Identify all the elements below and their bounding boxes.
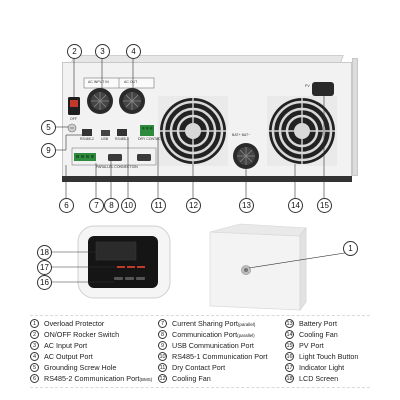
- callout-4: 4: [126, 44, 141, 59]
- dry-contact-tag: DRY CONTACT: [138, 137, 163, 141]
- callout-10: 10: [121, 198, 136, 213]
- callout-16: 16: [37, 275, 52, 290]
- cooling-fan-left: [158, 96, 228, 166]
- touch-buttons: [114, 277, 145, 280]
- rs485-2-tag: RS485-2: [80, 137, 94, 141]
- parallel-port-a: [108, 154, 122, 161]
- legend-divider-top: [30, 315, 370, 316]
- callout-8: 8: [104, 198, 119, 213]
- pv-port: [312, 82, 334, 96]
- rs485-1-tag: RS485-1: [115, 137, 129, 141]
- front-panel-closeup: [77, 225, 171, 299]
- callout-2: 2: [67, 44, 82, 59]
- ac-output-tag: AC OUT: [124, 80, 138, 84]
- callout-9: 9: [41, 143, 56, 158]
- callout-17: 17: [37, 260, 52, 275]
- legend-divider-bottom: [30, 387, 370, 388]
- callout-14: 14: [288, 198, 303, 213]
- callout-1: 1: [343, 241, 358, 256]
- parallel-tag: PARALLEL CONNECTION: [96, 165, 138, 169]
- ac-input-port: [87, 88, 113, 114]
- parallel-port-b: [137, 154, 151, 161]
- callout-3: 3: [95, 44, 110, 59]
- callout-15: 15: [317, 198, 332, 213]
- unit-side-edge: [352, 58, 358, 176]
- unit-side-view: [209, 223, 307, 312]
- callout-18: 18: [37, 245, 52, 260]
- callout-5: 5: [41, 120, 56, 135]
- ac-output-port: [119, 88, 145, 114]
- callout-7: 7: [89, 198, 104, 213]
- ac-input-tag: AC INPUT IN: [88, 80, 109, 84]
- off-tag: OFF: [70, 117, 77, 121]
- battery-tag: BAT+ BAT−: [232, 133, 251, 137]
- callout-12: 12: [186, 198, 201, 213]
- usb-port: [101, 130, 110, 136]
- current-sharing-port: [74, 153, 96, 161]
- callout-11: 11: [151, 198, 166, 213]
- lcd-screen: [95, 241, 137, 261]
- cooling-fan-right: [267, 96, 337, 166]
- dry-contact-port: [140, 125, 154, 136]
- unit-base-bar: [62, 176, 352, 182]
- callout-13: 13: [239, 198, 254, 213]
- callout-6: 6: [59, 198, 74, 213]
- indicator-lights: [117, 266, 145, 268]
- rs485-2-port: [82, 129, 92, 136]
- rs485-1-port: [117, 129, 127, 136]
- battery-port: [233, 143, 259, 169]
- usb-tag: USB: [101, 137, 109, 141]
- pv-tag: PV: [305, 84, 310, 88]
